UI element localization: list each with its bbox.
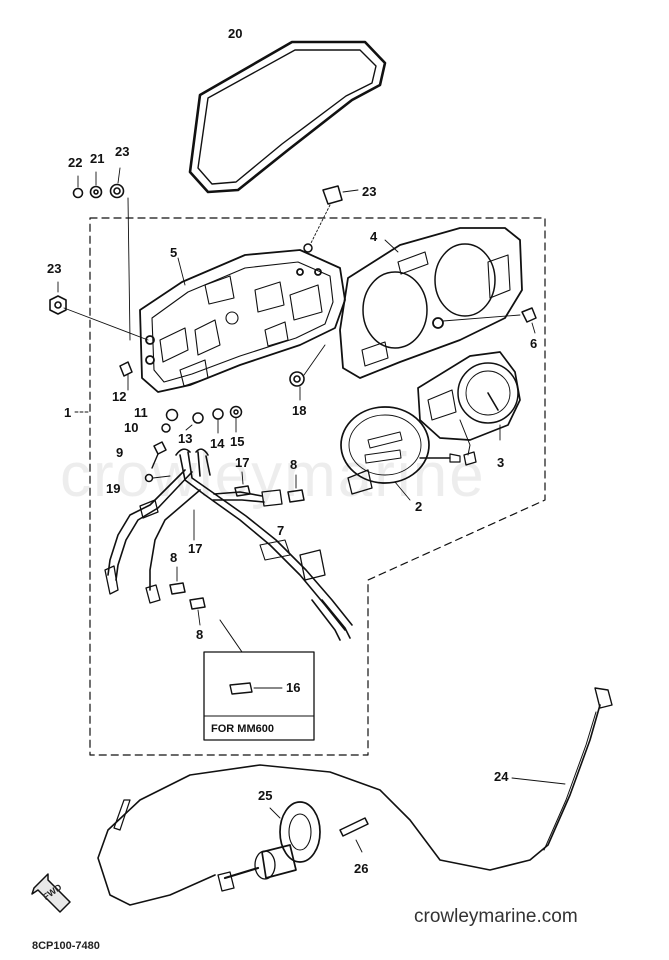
mm600-caption: FOR MM600 <box>211 723 274 735</box>
footer-url: crowleymarine.com <box>414 906 578 927</box>
callout-6: 6 <box>530 336 538 351</box>
pin-26-part <box>339 817 369 853</box>
callout-18: 18 <box>292 403 307 418</box>
mm600-inset <box>203 619 315 741</box>
bulb-6-part <box>521 307 537 334</box>
callout-7: 7 <box>277 523 285 538</box>
callout-25: 25 <box>258 788 273 803</box>
callout-23-top: 23 <box>115 144 130 159</box>
callout-3: 3 <box>497 455 505 470</box>
callout-17-top: 17 <box>235 455 250 470</box>
callout-9: 9 <box>116 445 124 460</box>
callout-5: 5 <box>170 245 178 260</box>
fwd-arrow-icon <box>31 873 71 913</box>
wire-harness-part <box>104 448 353 641</box>
callout-1: 1 <box>64 405 72 420</box>
callout-8-bottom: 8 <box>196 627 204 642</box>
bolt-23-left <box>49 281 149 341</box>
gear-unit-part <box>217 801 321 892</box>
callout-12: 12 <box>112 389 127 404</box>
callout-8-top: 8 <box>290 457 298 472</box>
tachometer-part <box>417 351 521 466</box>
small-hardware-top-left <box>72 167 131 341</box>
meter-seal-part <box>188 40 387 194</box>
callout-4: 4 <box>370 229 378 244</box>
bulbs-8-17 <box>169 471 305 626</box>
callout-23-right: 23 <box>362 184 377 199</box>
callout-20: 20 <box>228 26 243 41</box>
callout-26: 26 <box>354 861 369 876</box>
callout-24: 24 <box>494 769 509 784</box>
grommet-18-part <box>289 344 326 401</box>
callout-8-mid: 8 <box>170 550 178 565</box>
grommet-23-right <box>303 185 359 253</box>
callout-13: 13 <box>178 431 193 446</box>
callout-21: 21 <box>90 151 105 166</box>
part-code: 8CP100-7480 <box>32 940 100 952</box>
callout-2: 2 <box>415 499 423 514</box>
speedo-cable-part <box>97 687 613 906</box>
callout-23-left: 23 <box>47 261 62 276</box>
callout-15: 15 <box>230 434 245 449</box>
callout-10: 10 <box>124 420 139 435</box>
callout-11: 11 <box>134 405 148 420</box>
callout-22: 22 <box>68 155 83 170</box>
callout-17-bottom: 17 <box>188 541 203 556</box>
watermark: crowleymarine <box>60 441 486 510</box>
callout-14: 14 <box>210 436 225 451</box>
meter-case-part <box>139 249 346 393</box>
callout-16: 16 <box>286 680 301 695</box>
meter-housing-part <box>339 227 523 379</box>
assembly-boundary <box>89 217 546 756</box>
callout-19: 19 <box>106 481 121 496</box>
fasteners-cluster <box>119 361 243 483</box>
speedometer-part <box>340 406 461 501</box>
